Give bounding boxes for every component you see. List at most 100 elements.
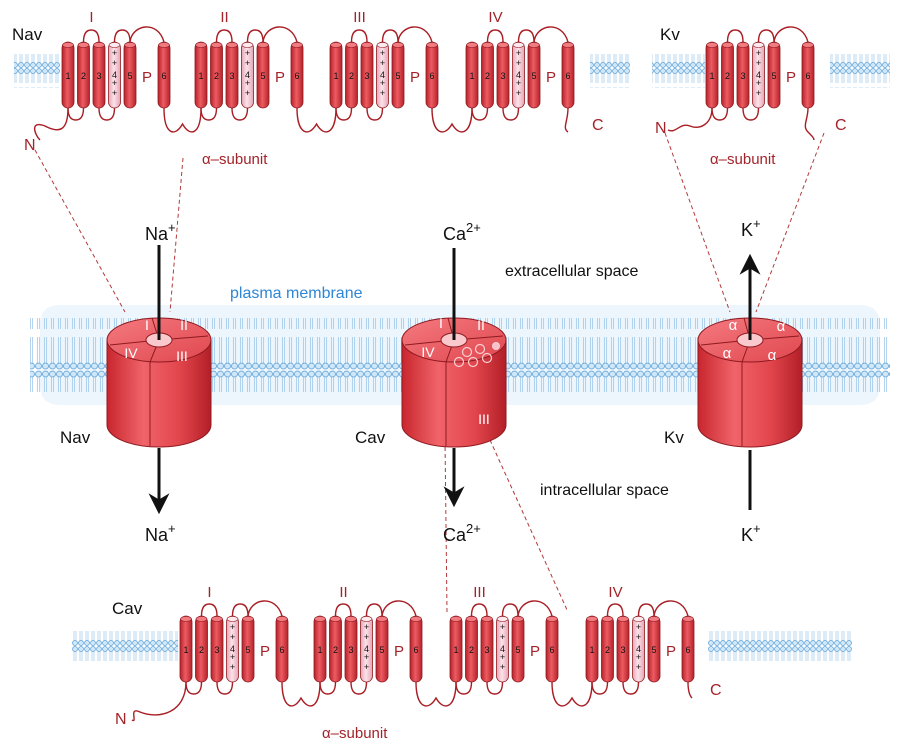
positive-charge-mark: + xyxy=(112,48,117,58)
connector-lines xyxy=(34,132,825,613)
positive-charge-mark: + xyxy=(230,622,235,632)
svg-text:2: 2 xyxy=(214,71,219,81)
cav-n-terminus: N xyxy=(115,711,127,728)
transmembrane-helix: 3 xyxy=(344,615,358,683)
cav-segment-ii: II xyxy=(477,317,485,333)
membrane-strip xyxy=(72,628,178,662)
kv-n-terminus: N xyxy=(655,120,667,137)
svg-text:4: 4 xyxy=(245,70,250,80)
pore-loop-label: P xyxy=(394,643,404,660)
svg-text:3: 3 xyxy=(484,645,489,655)
positive-charge-mark: + xyxy=(516,58,521,68)
nav-ion-top: Na+ xyxy=(145,220,176,244)
svg-text:1: 1 xyxy=(469,71,474,81)
transmembrane-helix: 5 xyxy=(123,41,137,109)
positive-charge-mark: + xyxy=(230,632,235,642)
membrane-strip xyxy=(652,54,705,88)
positive-charge-mark: + xyxy=(516,48,521,58)
kv-subunit-alpha-3: α xyxy=(723,345,732,362)
cav-topology-title: Cav xyxy=(112,599,143,618)
nav-topology-title: Nav xyxy=(12,25,43,44)
positive-charge-mark: + xyxy=(500,632,505,642)
voltage-sensor-helix: ++++4 xyxy=(632,615,645,683)
voltage-sensor-helix: ++++4 xyxy=(496,615,509,683)
transmembrane-helix: 1 xyxy=(194,41,208,109)
positive-charge-mark: + xyxy=(364,652,369,662)
membrane-strip xyxy=(830,54,890,88)
nav-segment-ii: II xyxy=(180,317,188,333)
cav-segment-iii: III xyxy=(478,411,490,427)
positive-charge-mark: + xyxy=(380,78,385,88)
transmembrane-helix: 5 xyxy=(375,615,389,683)
domain-label: I xyxy=(89,9,93,26)
pore-loop-label: P xyxy=(142,69,152,86)
svg-text:1: 1 xyxy=(709,71,714,81)
kv-subunit-alpha-2: α xyxy=(777,318,786,335)
svg-text:4: 4 xyxy=(112,70,117,80)
positive-charge-mark: + xyxy=(756,48,761,58)
domain-label: I xyxy=(207,584,211,601)
svg-text:3: 3 xyxy=(500,71,505,81)
positive-charge-mark: + xyxy=(112,78,117,88)
positive-charge-mark: + xyxy=(364,632,369,642)
svg-text:2: 2 xyxy=(81,71,86,81)
svg-text:3: 3 xyxy=(214,645,219,655)
transmembrane-helix: 6 xyxy=(409,615,423,683)
svg-text:5: 5 xyxy=(531,71,536,81)
svg-text:6: 6 xyxy=(685,645,690,655)
positive-charge-mark: + xyxy=(500,652,505,662)
transmembrane-helix: 3 xyxy=(92,41,106,109)
membrane-strip xyxy=(708,628,852,662)
svg-text:6: 6 xyxy=(279,645,284,655)
membrane-strip xyxy=(590,54,630,88)
positive-charge-mark: + xyxy=(245,88,250,98)
svg-text:6: 6 xyxy=(805,71,810,81)
pore-loop-label: P xyxy=(260,643,270,660)
transmembrane-helix: 2 xyxy=(329,615,342,683)
pore-loop-label: P xyxy=(530,643,540,660)
svg-text:2: 2 xyxy=(725,71,730,81)
svg-text:2: 2 xyxy=(349,71,354,81)
svg-text:2: 2 xyxy=(605,645,610,655)
transmembrane-helix: 1 xyxy=(61,41,75,109)
transmembrane-helix: 1 xyxy=(465,41,479,109)
positive-charge-mark: + xyxy=(230,662,235,672)
positive-charge-mark: + xyxy=(516,78,521,88)
cav-segment-iv: IV xyxy=(421,344,435,360)
kv-subunit-alpha-1: α xyxy=(729,317,738,334)
voltage-sensor-helix: ++++4 xyxy=(108,41,121,109)
nav-channel-label: Nav xyxy=(60,428,91,447)
svg-text:3: 3 xyxy=(96,71,101,81)
positive-charge-mark: + xyxy=(364,662,369,672)
svg-text:6: 6 xyxy=(549,645,554,655)
svg-text:5: 5 xyxy=(127,71,132,81)
svg-text:3: 3 xyxy=(740,71,745,81)
extracellular-label: extracellular space xyxy=(505,263,639,280)
svg-text:1: 1 xyxy=(453,645,458,655)
svg-text:5: 5 xyxy=(771,71,776,81)
pore-loop-label: P xyxy=(666,643,676,660)
transmembrane-helix: 5 xyxy=(527,41,541,109)
transmembrane-helix: 5 xyxy=(391,41,405,109)
transmembrane-helix: 3 xyxy=(616,615,630,683)
positive-charge-mark: + xyxy=(636,622,641,632)
svg-text:4: 4 xyxy=(516,70,521,80)
transmembrane-helix: 6 xyxy=(275,615,289,683)
transmembrane-helix: 2 xyxy=(481,41,494,109)
positive-charge-mark: + xyxy=(500,622,505,632)
svg-text:5: 5 xyxy=(245,645,250,655)
svg-text:5: 5 xyxy=(395,71,400,81)
domain-label: IV xyxy=(488,9,502,26)
transmembrane-helix: 5 xyxy=(256,41,270,109)
svg-text:6: 6 xyxy=(429,71,434,81)
positive-charge-mark: + xyxy=(380,58,385,68)
voltage-sensor-helix: ++++4 xyxy=(226,615,239,683)
voltage-sensor-helix: ++++4 xyxy=(752,41,765,109)
cav-c-terminus: C xyxy=(710,682,722,699)
svg-text:4: 4 xyxy=(230,644,235,654)
membrane-strip xyxy=(14,54,60,88)
domain-label: III xyxy=(353,9,366,26)
